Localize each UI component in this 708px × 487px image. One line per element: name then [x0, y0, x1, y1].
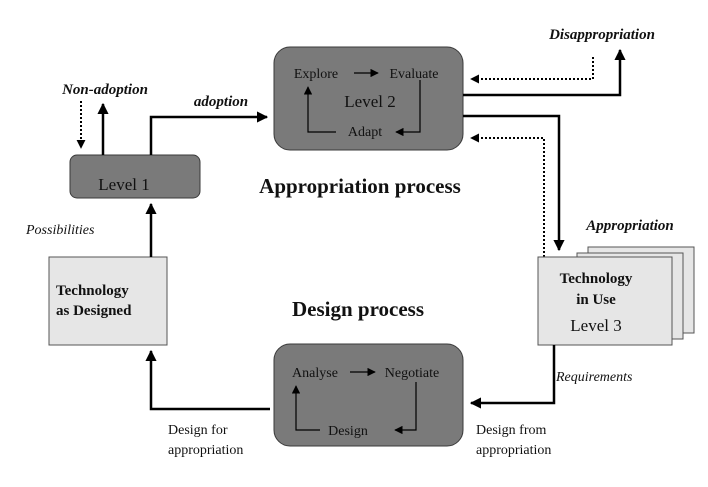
cycle-evaluate: Evaluate [390, 67, 439, 82]
design-to-analyse-arrow [291, 385, 320, 431]
appropriation-process-title: Appropriation process [259, 174, 461, 198]
appropriation-label: Appropriation [585, 218, 674, 234]
technology-in-use-line2: in Use [576, 292, 616, 308]
adoption-arrow [149, 111, 269, 155]
possibilities-label: Possibilities [25, 223, 95, 238]
design-process-title: Design process [292, 297, 424, 321]
design-from-appropriation-line2: appropriation [476, 443, 551, 458]
requirements-arrow [469, 345, 556, 409]
technology-as-designed-line1: Technology [56, 283, 129, 299]
design-process-node: Analyse Negotiate Design [273, 343, 464, 447]
level1-label: Level 1 [98, 175, 149, 194]
technology-as-designed-node: Technology as Designed [48, 256, 168, 346]
disappropriation-label: Disappropriation [548, 27, 655, 43]
technology-in-use-node: Technology in Use Level 3 [537, 246, 695, 346]
technology-in-use-line1: Technology [560, 271, 633, 287]
technology-as-designed-line2: as Designed [56, 303, 132, 319]
adapt-to-explore-arrow [303, 86, 336, 133]
design-for-appropriation-line2: appropriation [168, 443, 243, 458]
disappropriation-in-arrow [470, 57, 594, 84]
level1-node: Level 1 [69, 154, 201, 199]
disappropriation-out-arrow [463, 48, 626, 97]
cycle-adapt: Adapt [348, 125, 382, 140]
design-for-appropriation-arrow [145, 349, 270, 411]
level2-node: Explore Evaluate Adapt Level 2 [273, 46, 464, 151]
level3-label: Level 3 [570, 316, 621, 335]
cycle-negotiate: Negotiate [385, 366, 439, 381]
requirements-label: Requirements [555, 370, 633, 385]
cycle-design: Design [328, 424, 368, 439]
non-adoption-label: Non-adoption [61, 82, 148, 98]
appropriation-arrow [463, 114, 565, 252]
design-for-appropriation-line1: Design for [168, 423, 228, 438]
negotiate-to-design-arrow [394, 382, 417, 435]
evaluate-to-adapt-arrow [395, 80, 421, 137]
adoption-label: adoption [194, 94, 248, 110]
level2-label: Level 2 [344, 92, 395, 111]
appropriation-feedback-arrow [470, 133, 545, 257]
cycle-analyse: Analyse [292, 366, 338, 381]
cycle-explore: Explore [294, 67, 338, 82]
design-from-appropriation-line1: Design from [476, 423, 546, 438]
